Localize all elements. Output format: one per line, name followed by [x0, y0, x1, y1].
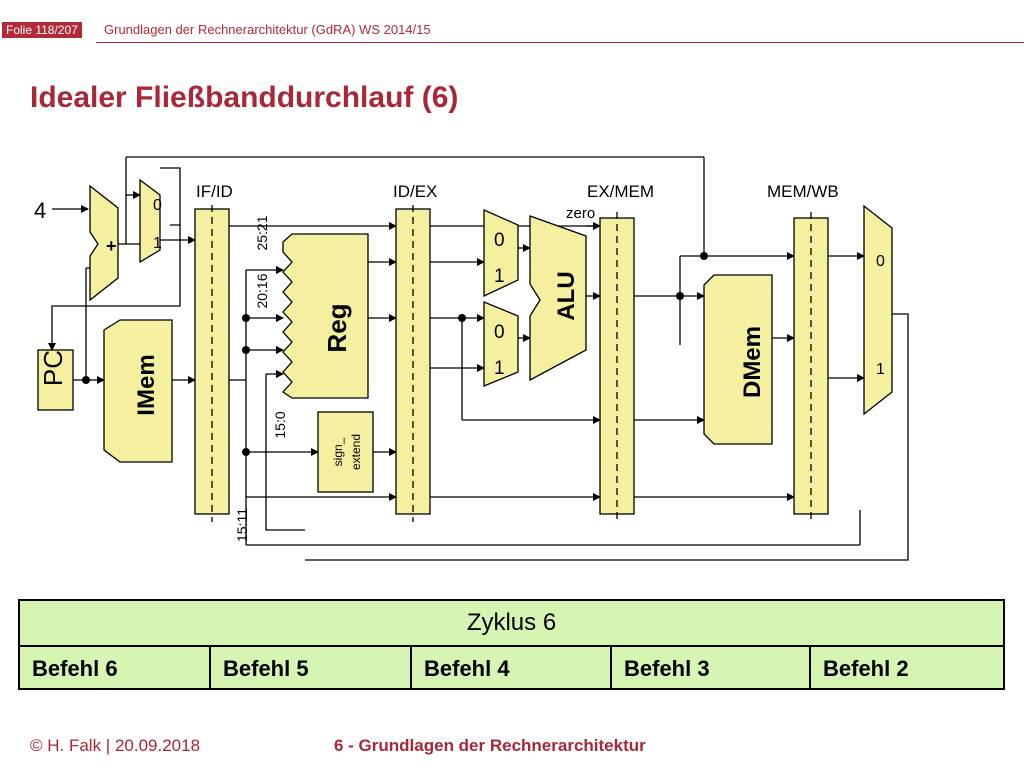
footer-author: © H. Falk | 20.09.2018 [30, 736, 201, 755]
slide-counter: Folie 118/207 [2, 22, 82, 38]
mem-wb-label: MEM/WB [767, 182, 839, 201]
junction-dot [242, 346, 250, 354]
bitfield-label: 15:11 [234, 508, 250, 542]
instruction-cell: Befehl 3 [612, 647, 811, 690]
course-title: Grundlagen der Rechnerarchitektur (GdRA)… [104, 22, 431, 37]
if-id-label: IF/ID [196, 182, 233, 201]
zero-label: zero [566, 205, 595, 222]
bitfield-label: 15:0 [272, 411, 288, 438]
mux-label: 1 [876, 361, 885, 378]
instruction-cell: Befehl 4 [412, 647, 612, 690]
mux-label: 1 [494, 266, 505, 287]
pc-mux [139, 178, 161, 264]
sign-extend-label: extend [349, 434, 363, 470]
reg-unit [282, 233, 369, 399]
slide-title: Idealer Fließbanddurchlauf (6) [30, 81, 459, 114]
ex-mux-upper [483, 209, 519, 298]
alu-unit [529, 215, 587, 382]
junction-dot [458, 314, 466, 322]
junction-dot [242, 448, 250, 456]
reg-label: Reg [322, 303, 352, 352]
dmem-label: DMem [739, 326, 766, 398]
mux-label: 1 [494, 358, 505, 379]
cycle-header: Zyklus 6 [20, 601, 1003, 647]
sign-extend-label: sign_ [331, 437, 345, 466]
instruction-cell: Befehl 5 [211, 647, 412, 690]
sign-extend-unit [317, 411, 374, 493]
wb-mux [863, 204, 893, 416]
junction-dot [700, 252, 708, 260]
dmem-unit [703, 274, 773, 445]
pipeline-diagram: + 0 1 PC IMem 4 IF/ID ID/EX EX/MEM MEM/W… [34, 156, 909, 561]
pc-register [37, 349, 74, 411]
mux-label: 0 [494, 322, 505, 343]
bitfield-label: 25:21 [254, 215, 270, 250]
const-four: 4 [34, 198, 46, 223]
adder-label: + [106, 236, 117, 256]
mux-label: 0 [876, 253, 885, 270]
pc-label: PC [38, 350, 68, 386]
instruction-cell: Befehl 2 [823, 656, 909, 681]
mux-label: 1 [153, 235, 162, 252]
ex-mux-lower [483, 301, 519, 387]
junction-dot [676, 292, 684, 300]
wire [305, 313, 909, 561]
imem-unit [103, 319, 173, 463]
wire [48, 224, 181, 351]
adder-unit [89, 184, 119, 302]
imem-label: IMem [133, 354, 160, 415]
junction-dot [82, 376, 90, 384]
instruction-cell: Befehl 6 [20, 647, 211, 690]
bitfield-label: 20:16 [254, 273, 270, 308]
cycle-table: Zyklus 6 Befehl 6 Befehl 5 Befehl 4 Befe… [18, 599, 1005, 690]
header-divider [96, 42, 1024, 43]
wire [265, 374, 305, 531]
mux-label: 0 [153, 197, 162, 214]
mux-label: 0 [494, 230, 505, 251]
wire [160, 167, 181, 225]
junction-dot [242, 314, 250, 322]
footer-chapter: 6 - Grundlagen der Rechnerarchitektur [334, 736, 646, 755]
slide-header: Folie 118/207 Grundlagen der Rechnerarch… [0, 0, 1024, 43]
alu-label: ALU [553, 271, 580, 320]
instruction-row: Befehl 6 Befehl 5 Befehl 4 Befehl 3 Befe… [20, 647, 1003, 690]
id-ex-label: ID/EX [393, 182, 437, 201]
ex-mem-label: EX/MEM [587, 182, 654, 201]
